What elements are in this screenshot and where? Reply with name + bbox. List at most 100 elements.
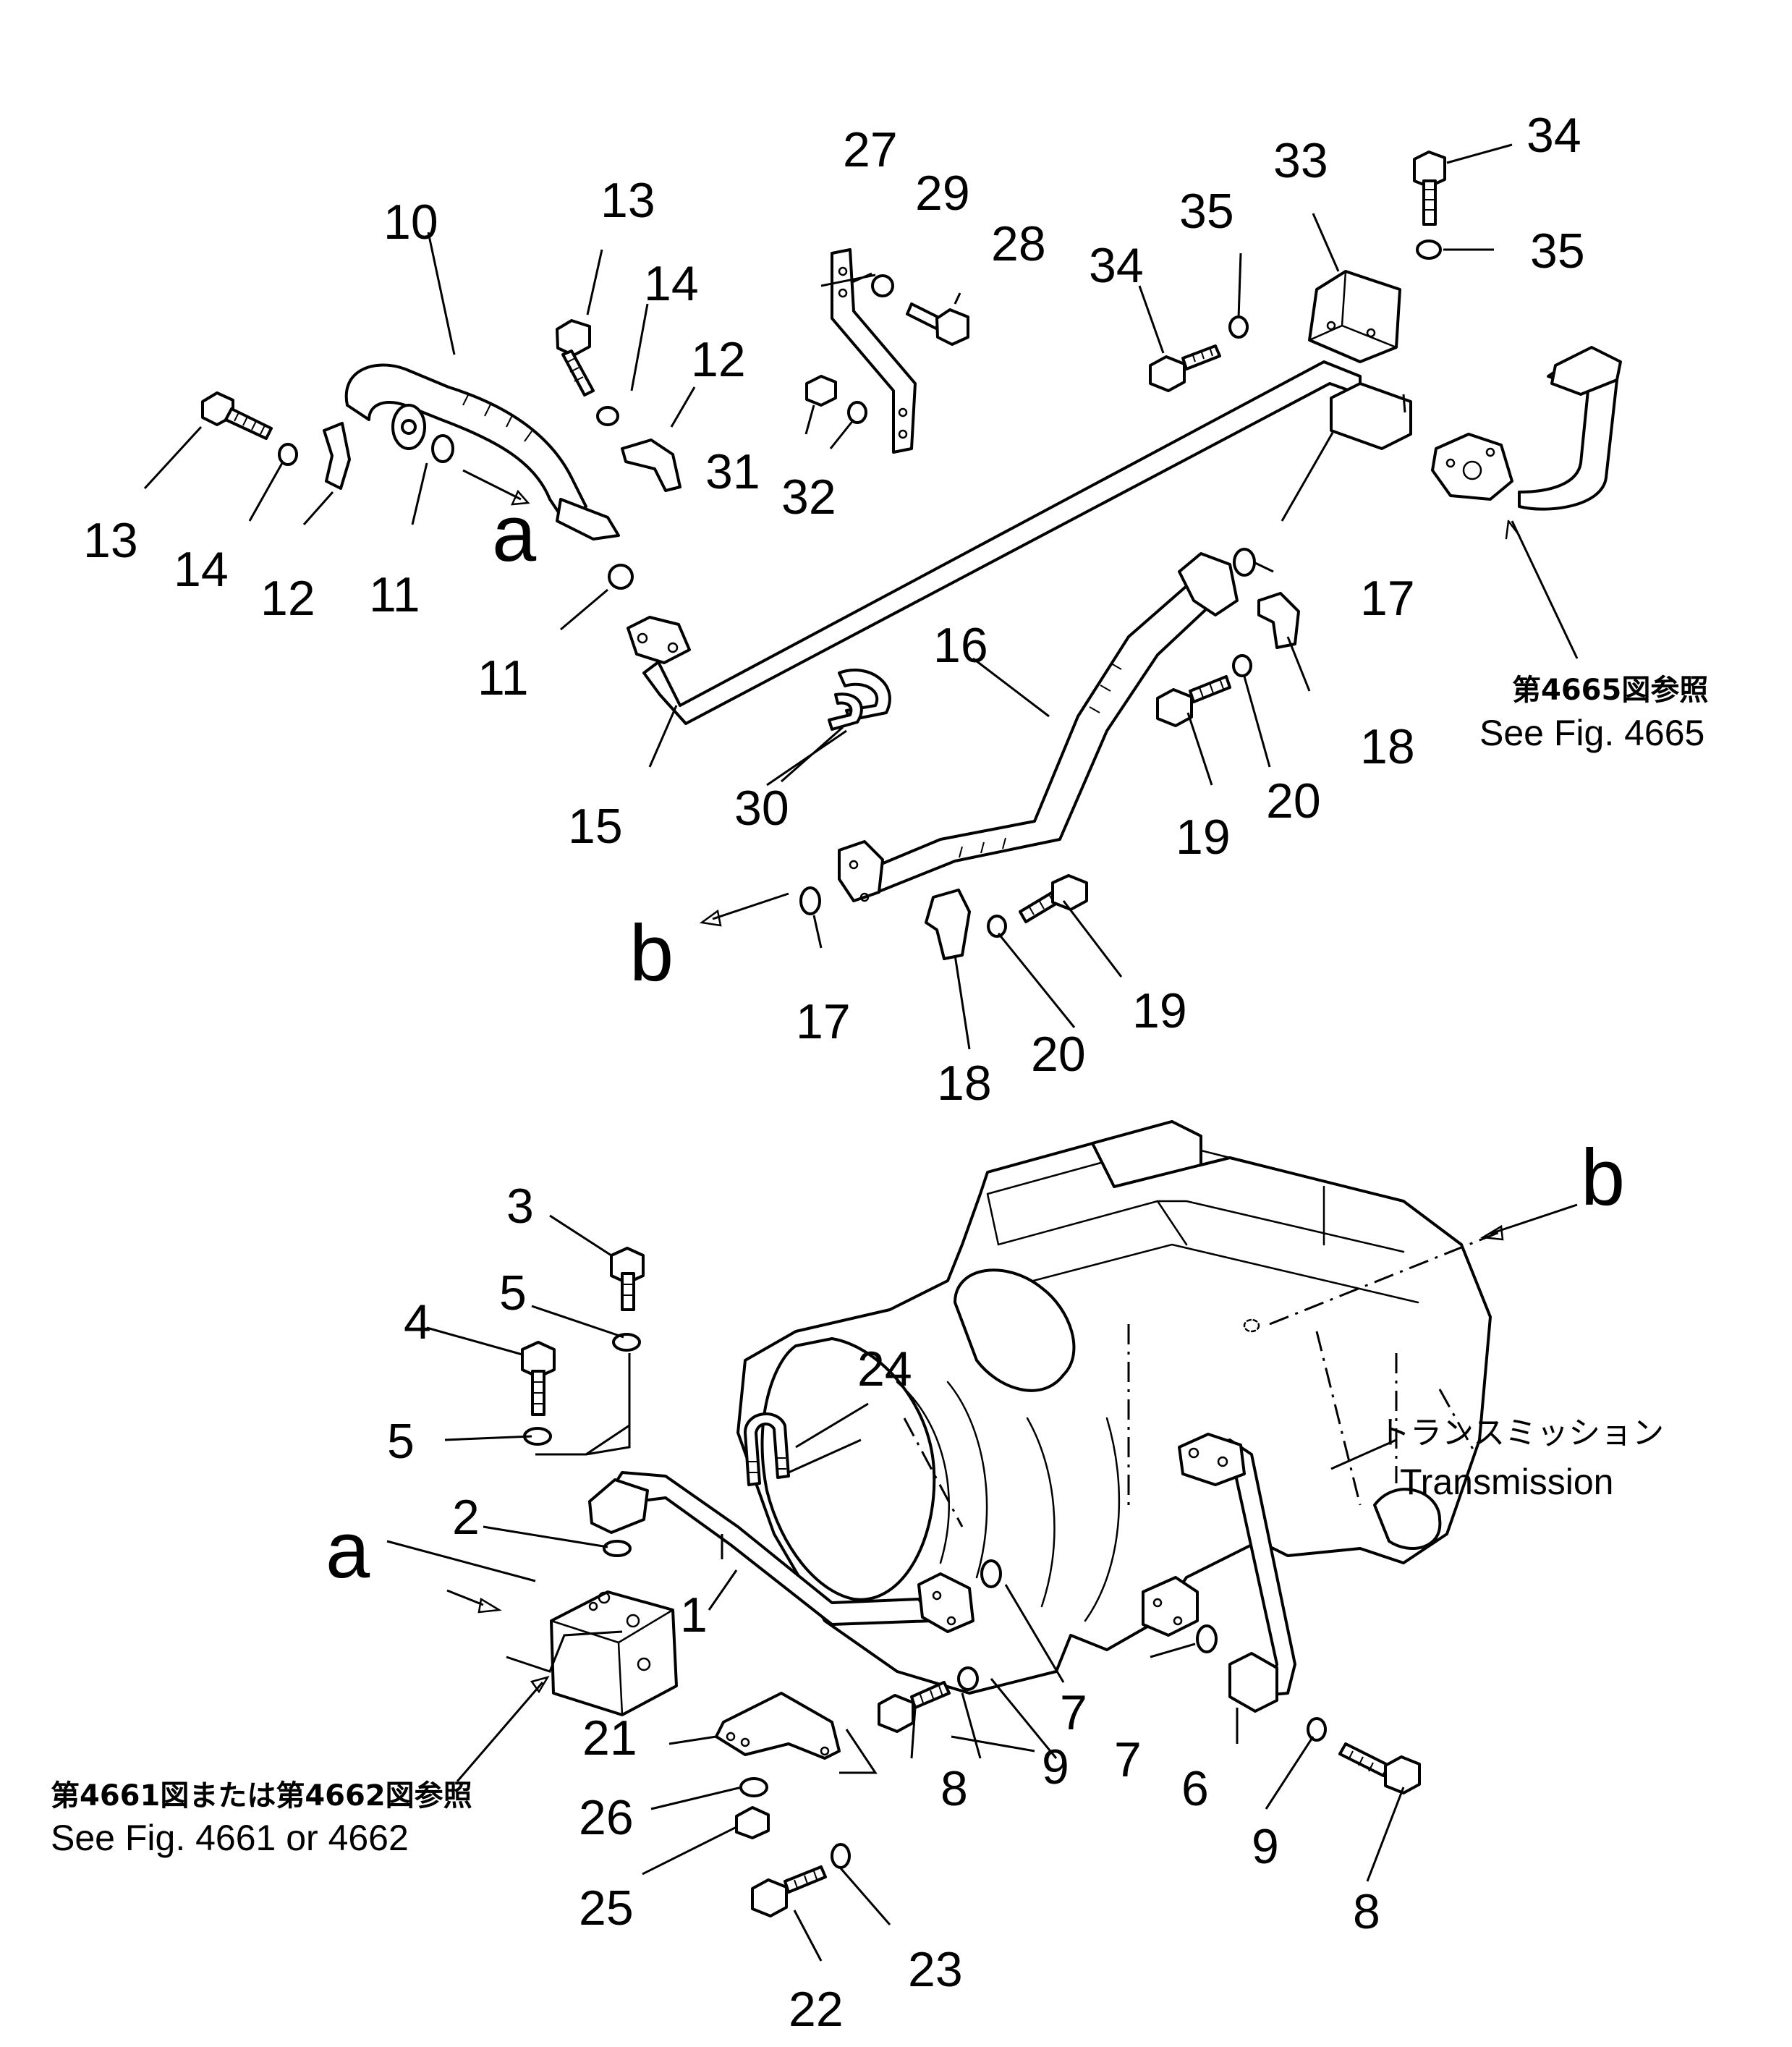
callout-20-lower: 20 [1031, 1027, 1086, 1082]
callout-4: 4 [404, 1294, 431, 1349]
callout-17-lower: 17 [796, 994, 851, 1049]
callout-33: 33 [1273, 133, 1328, 188]
clamp-12-left [323, 422, 351, 490]
tube-15 [627, 360, 1362, 725]
ref-4665-en: See Fig. 4665 [1479, 713, 1704, 753]
bolt-34-right [1413, 151, 1446, 226]
oring-7-right [1196, 1624, 1218, 1653]
lower-assembly-group [386, 1120, 1578, 1962]
callout-20-upper: 20 [1266, 774, 1321, 828]
oring-7-left [980, 1559, 1002, 1588]
clamp-12-right [621, 438, 681, 492]
callout-14-left: 14 [174, 542, 229, 597]
ubolt-30 [838, 669, 891, 721]
callout-17-upper: 17 [1360, 571, 1415, 626]
callout-12-left: 12 [260, 571, 315, 626]
callout-28: 28 [991, 216, 1046, 271]
ubolt-24 [744, 1412, 790, 1486]
washer-5-upper [612, 1333, 641, 1352]
callout-10: 10 [383, 195, 438, 250]
washer-14-left [278, 443, 298, 466]
hose-16 [838, 552, 1239, 902]
clamp-18-upper [1257, 592, 1300, 649]
callout-13-left: 13 [83, 513, 138, 568]
bolt-19-upper [1156, 675, 1231, 727]
bolt-8-right [1338, 1742, 1421, 1794]
callout-23: 23 [908, 1942, 963, 1997]
tube-6 [1178, 1433, 1296, 1713]
callout-6: 6 [1181, 1761, 1209, 1816]
callout-32: 32 [781, 470, 836, 525]
transmission-label-en: Transmission [1400, 1462, 1613, 1502]
washer-29 [871, 274, 894, 297]
callout-2: 2 [452, 1490, 480, 1545]
bracket-21 [715, 1692, 841, 1760]
callout-18-upper: 18 [1360, 719, 1415, 774]
callout-29: 29 [915, 166, 970, 221]
block-4661 [550, 1590, 678, 1716]
callout-8-left: 8 [940, 1761, 968, 1816]
callout-9-left: 9 [1042, 1739, 1069, 1794]
clamp-18-lower [925, 889, 971, 960]
callout-labels: 10 13 14 12 13 14 12 11 a 11 27 29 28 31… [83, 108, 1625, 2037]
callout-3: 3 [506, 1179, 534, 1234]
oring-17-lower [799, 886, 821, 915]
connection-line-b [1269, 1229, 1506, 1326]
callout-16: 16 [933, 618, 988, 673]
bracket-27 [831, 248, 917, 454]
bolt-22 [751, 1865, 827, 1917]
callout-5-lower: 5 [387, 1414, 415, 1469]
callout-34-left: 34 [1089, 238, 1144, 293]
callout-8-right: 8 [1353, 1884, 1380, 1939]
washer-35-left [1228, 315, 1249, 339]
transmission-label-jp: トランスミッション [1378, 1415, 1664, 1451]
oring-11-lower [608, 564, 634, 590]
washer-35-right [1416, 240, 1442, 260]
nut-25 [735, 1806, 770, 1839]
bolt-34-left [1149, 344, 1221, 392]
callout-15: 15 [568, 799, 623, 854]
bolt-3 [610, 1247, 645, 1311]
callout-7-left: 7 [1060, 1685, 1087, 1740]
washer-23 [831, 1843, 851, 1869]
washer-9-left [957, 1666, 979, 1691]
oring-2 [603, 1540, 632, 1557]
connection-b-top: b [629, 909, 674, 998]
connection-b-bottom: b [1581, 1133, 1625, 1222]
callout-35-left: 35 [1179, 184, 1234, 239]
callout-19-upper: 19 [1176, 810, 1231, 865]
transmission-body [736, 1120, 1492, 1695]
callout-34-right: 34 [1526, 108, 1581, 163]
bolt-28 [906, 302, 969, 346]
callout-30: 30 [734, 781, 789, 836]
ref-4661-jp: 第4661図または第4662図参照 [51, 1779, 472, 1813]
washer-20-lower [987, 915, 1007, 938]
callout-24: 24 [857, 1342, 912, 1397]
connection-a-top: a [492, 489, 537, 578]
connection-a-bottom: a [326, 1506, 370, 1595]
callout-25: 25 [579, 1881, 634, 1936]
hose-fitting-4665 [1431, 346, 1622, 511]
reference-notes: 第4665図参照 See Fig. 4665 第4661図または第4662図参照… [51, 674, 1708, 1858]
callout-27: 27 [843, 122, 898, 177]
callout-9-right: 9 [1252, 1819, 1279, 1874]
callout-35-right: 35 [1530, 224, 1585, 279]
callout-13-right: 13 [600, 173, 655, 228]
upper-piping-group [143, 143, 1622, 1050]
callout-5-upper: 5 [499, 1266, 527, 1321]
washer-32 [847, 401, 867, 424]
callout-19-lower: 19 [1132, 983, 1187, 1038]
callout-31: 31 [705, 444, 760, 499]
callout-11-lower: 11 [477, 650, 529, 705]
callout-14-right: 14 [644, 256, 699, 311]
ref-4665-jp: 第4665図参照 [1512, 674, 1708, 707]
callout-26: 26 [579, 1790, 634, 1845]
bolt-19-lower [1019, 874, 1088, 923]
washer-20-upper [1232, 654, 1252, 677]
washer-9-right [1307, 1717, 1327, 1742]
tube-1 [588, 1471, 974, 1633]
bracket-33 [1308, 270, 1401, 363]
callout-1: 1 [680, 1588, 708, 1643]
oring-17-upper [1233, 548, 1256, 577]
